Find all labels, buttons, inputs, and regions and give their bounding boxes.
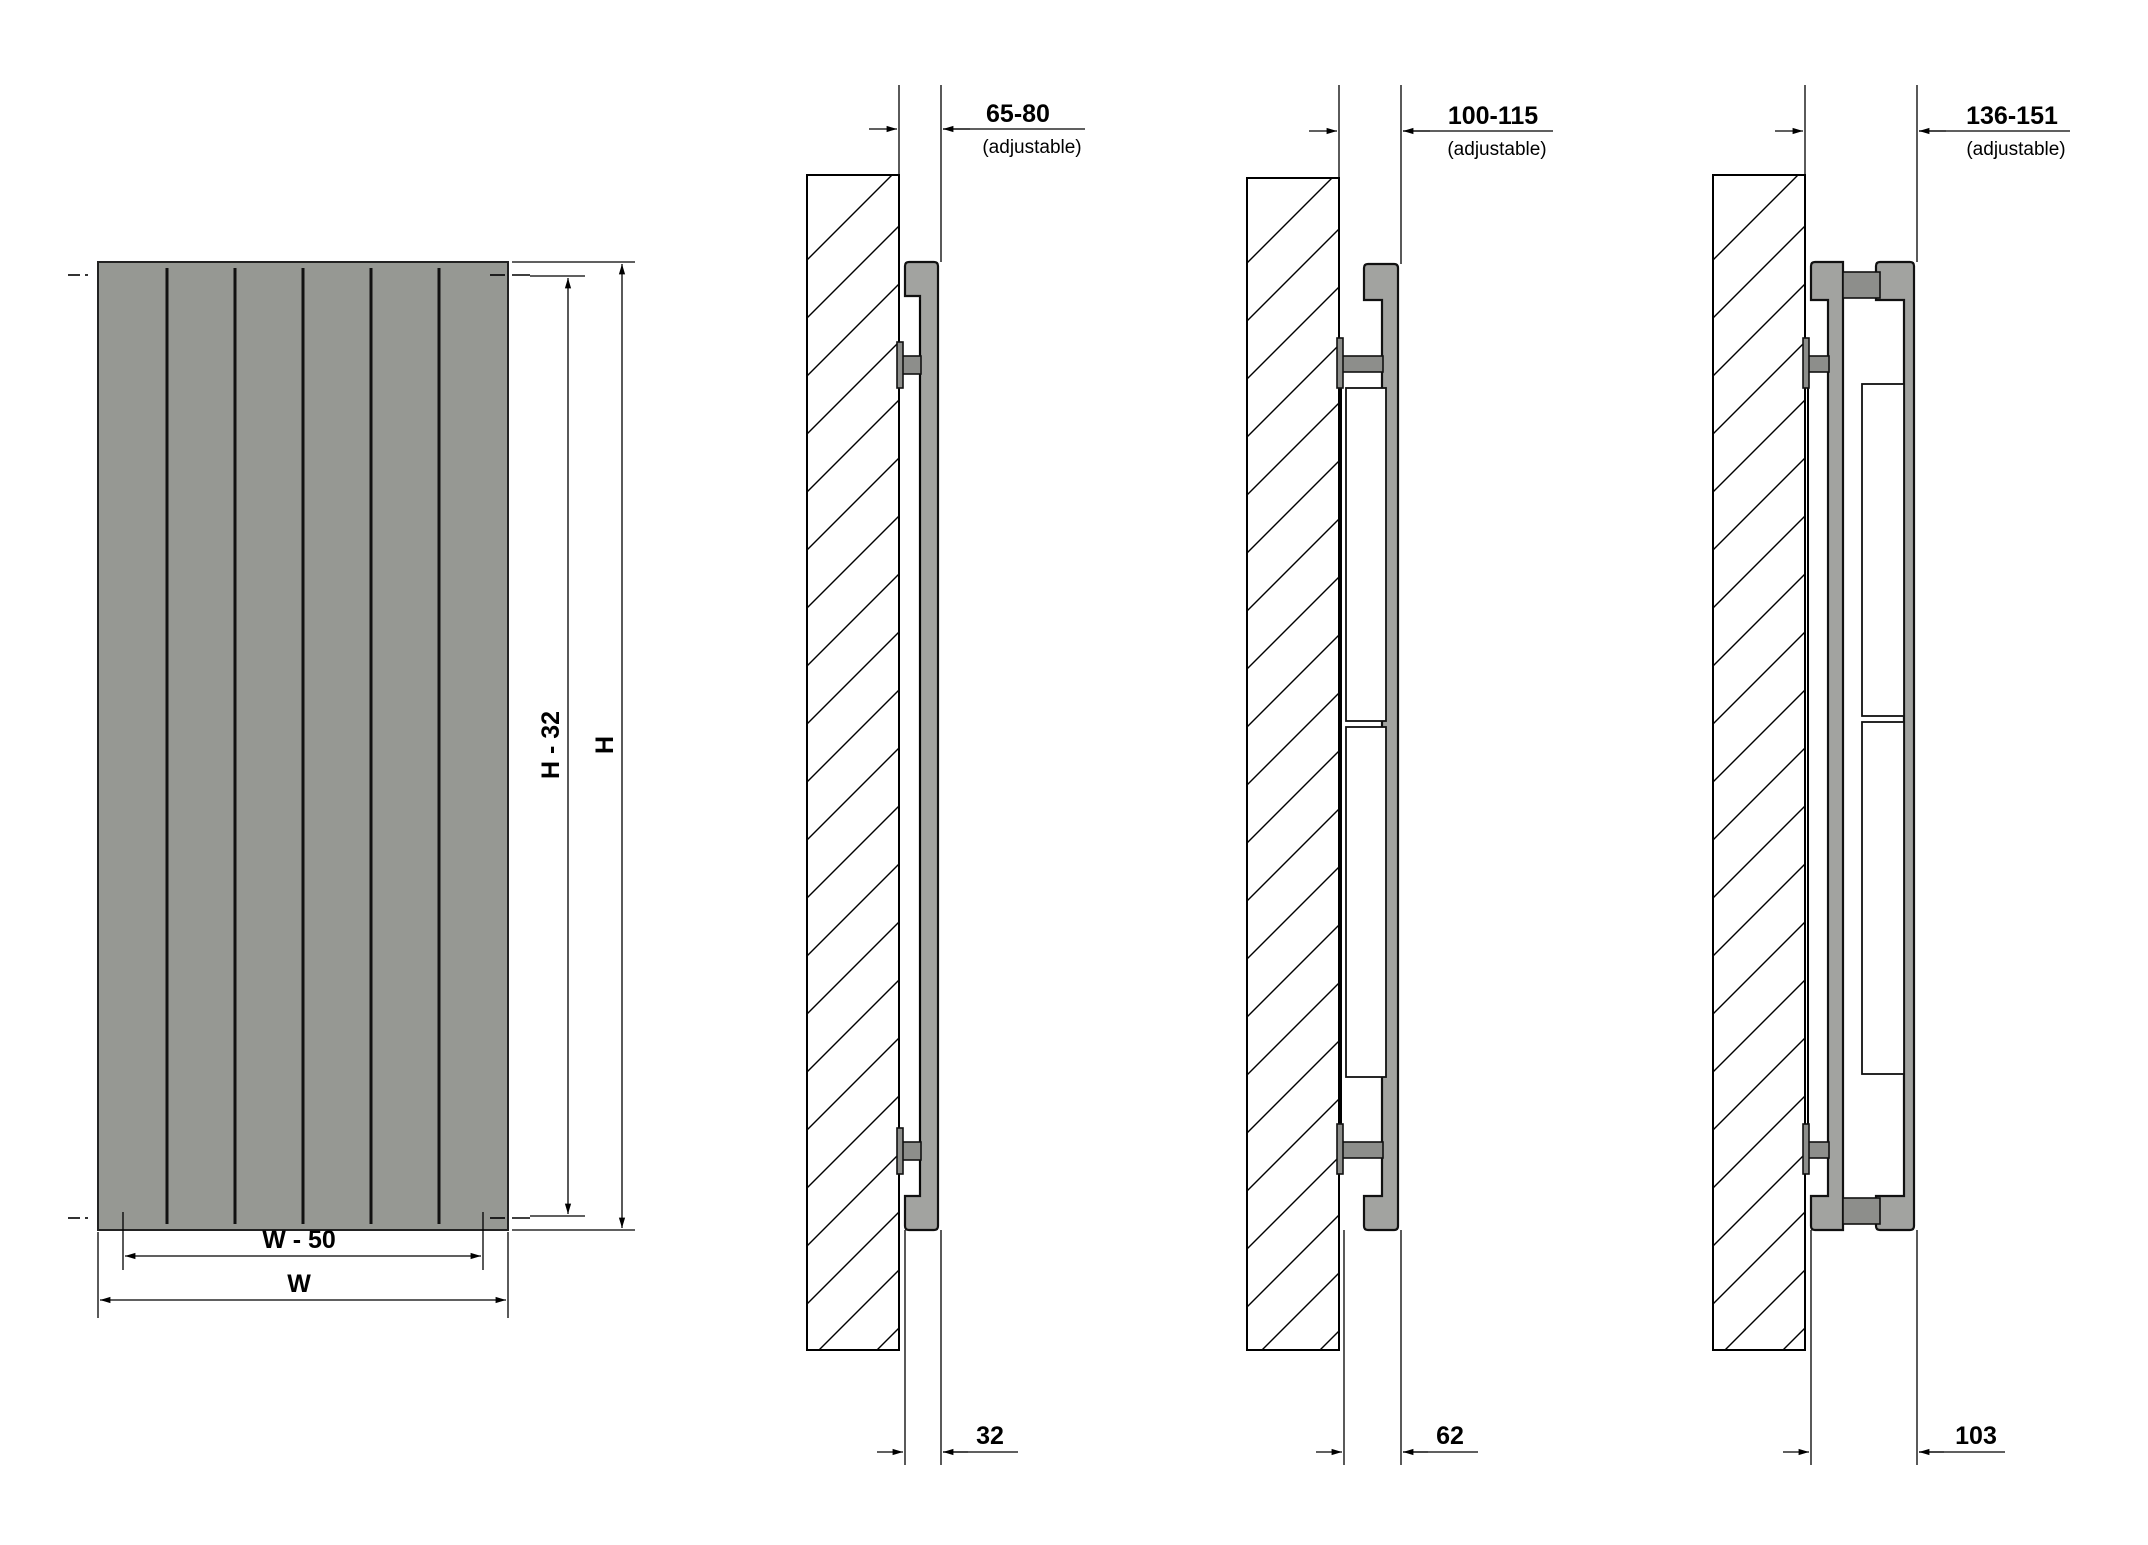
- wall-section: [1712, 174, 1806, 1351]
- wall-gap-note: (adjustable): [982, 137, 1081, 158]
- spacer: [1842, 271, 1881, 299]
- height-label: H: [591, 736, 619, 754]
- inner-height-label: H - 32: [537, 711, 565, 779]
- wall-bracket: [896, 341, 922, 1175]
- height-dimension: H: [512, 261, 635, 1231]
- radiator-core: [1345, 726, 1387, 1078]
- panel-grooves: [165, 268, 441, 1224]
- inner-width-dimension: W - 50: [122, 1212, 484, 1270]
- inner-height-dimension: H - 32: [530, 275, 585, 1217]
- radiator-core: [1861, 721, 1905, 1075]
- centerline-marks: [68, 274, 530, 1219]
- wall-gap-label: 100-115: [1448, 102, 1538, 130]
- depth-label: 32: [976, 1422, 1004, 1450]
- wall-gap-note: (adjustable): [1447, 139, 1546, 160]
- side-view-triple: 136-151 (adjustable) 103: [1712, 85, 2070, 1465]
- width-label: W: [287, 1270, 311, 1298]
- wall-bracket: [1802, 337, 1830, 1175]
- wall-bracket: [1336, 337, 1384, 1175]
- side-view-double: 100-115 (adjustable) 62: [1246, 85, 1553, 1465]
- panel-profile: [1362, 262, 1400, 1232]
- wall-gap-note: (adjustable): [1966, 139, 2065, 160]
- panel-profile: [903, 260, 940, 1232]
- inner-width-label: W - 50: [262, 1226, 336, 1254]
- radiator-core: [1861, 383, 1905, 717]
- wall-section: [806, 174, 900, 1351]
- width-dimension: W: [97, 1232, 509, 1318]
- wall-gap-label: 65-80: [986, 100, 1050, 128]
- front-view: H H - 32 W - 50 W: [68, 261, 635, 1318]
- side-view-single: 65-80 (adjustable) 32: [806, 85, 1085, 1465]
- radiator-core: [1345, 387, 1387, 722]
- wall-section: [1246, 177, 1340, 1351]
- depth-label: 103: [1955, 1422, 1997, 1450]
- wall-gap-label: 136-151: [1966, 102, 2058, 130]
- spacer: [1842, 1197, 1881, 1225]
- depth-label: 62: [1436, 1422, 1464, 1450]
- panel-profile: [1809, 260, 1845, 1232]
